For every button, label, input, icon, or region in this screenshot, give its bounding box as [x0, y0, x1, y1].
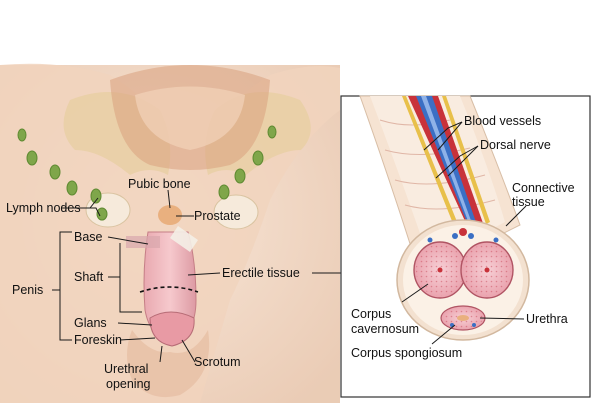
left-labels: Pubic bone Lymph nodes Prostate Base Sha…: [6, 177, 300, 391]
label-blood-vessels: Blood vessels: [464, 114, 541, 128]
label-connective-tissue-line2: tissue: [512, 195, 545, 209]
label-prostate: Prostate: [194, 209, 241, 223]
label-shaft: Shaft: [74, 270, 104, 284]
inset-leader-lines: [401, 121, 527, 345]
body-illustration: [0, 63, 340, 403]
label-urethral-opening-line1: Urethral: [104, 362, 148, 376]
label-penis: Penis: [12, 283, 43, 297]
label-erectile-tissue: Erectile tissue: [222, 266, 300, 280]
label-foreskin: Foreskin: [74, 333, 122, 347]
label-corpus-cavernosum-line2: cavernosum: [351, 322, 419, 336]
label-corpus-spongiosum: Corpus spongiosum: [351, 346, 462, 360]
label-connective-tissue-line1: Connective: [512, 181, 575, 195]
label-glans: Glans: [74, 316, 107, 330]
label-urethra: Urethra: [526, 312, 568, 326]
label-scrotum: Scrotum: [194, 355, 241, 369]
label-pubic-bone: Pubic bone: [128, 177, 191, 191]
label-corpus-cavernosum-line1: Corpus: [351, 307, 391, 321]
label-urethral-opening-line2: opening: [106, 377, 151, 391]
cross-section-inset: Blood vessels Dorsal nerve Connective ti…: [340, 95, 591, 398]
label-dorsal-nerve: Dorsal nerve: [480, 138, 551, 152]
label-base: Base: [74, 230, 103, 244]
label-lymph-nodes: Lymph nodes: [6, 201, 81, 215]
